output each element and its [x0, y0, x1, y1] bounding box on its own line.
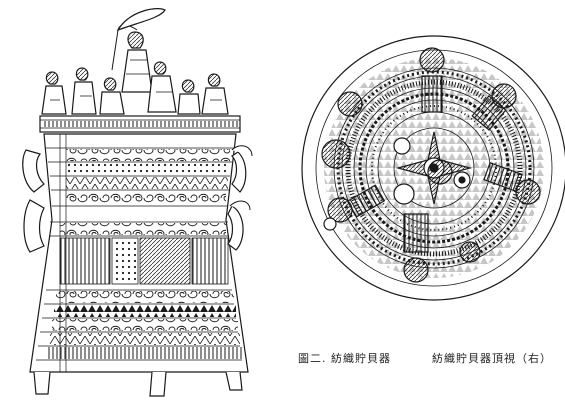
caption-top-view: 紡織貯貝器頂視（右）: [432, 352, 552, 365]
top-view-drawing: [301, 35, 565, 301]
lid-figures: [39, 8, 241, 133]
side-view-drawing: [22, 8, 253, 397]
vessel-feet: [33, 371, 243, 397]
drum-body: [29, 133, 249, 373]
weaver-figures: [321, 47, 541, 283]
side-handles: [22, 145, 253, 253]
center-figures: [393, 137, 471, 205]
caption-side-view: 圖二. 紡織貯貝器: [298, 352, 391, 365]
